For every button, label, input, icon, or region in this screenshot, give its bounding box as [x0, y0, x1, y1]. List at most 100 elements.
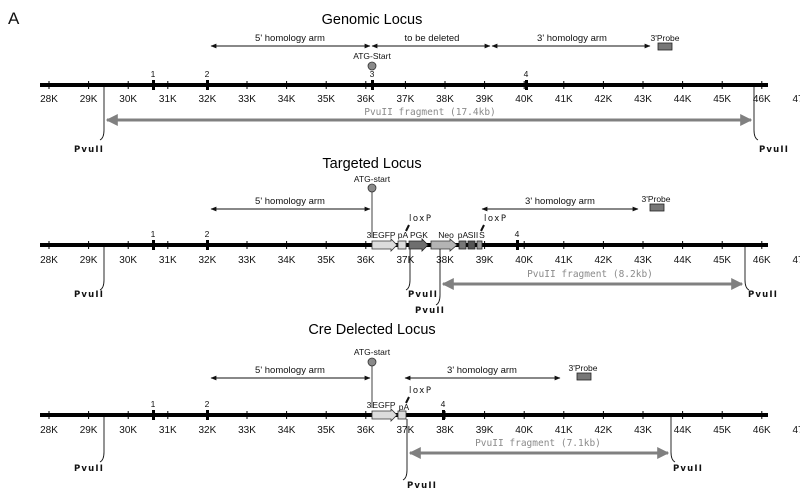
fragment-label: PvuII fragment (8.2kb) — [527, 269, 653, 280]
tick-label: 32K — [199, 94, 217, 105]
probe-box — [649, 203, 665, 212]
pgk-label: PGK — [410, 230, 428, 240]
probe-box — [576, 372, 592, 381]
arm3-label: 3' homology arm — [525, 196, 595, 207]
tick-label: 33K — [238, 94, 256, 105]
tick-label: 47K — [793, 425, 800, 436]
egfp-label: EGFP — [372, 400, 395, 410]
cre-locus: Cre Delected Locus ATG-start 5' homology… — [40, 322, 800, 491]
egfp-cassette — [371, 408, 398, 422]
tick-label: 45K — [713, 255, 731, 266]
exon-3-label: 3 — [367, 400, 372, 410]
tick-label: 35K — [317, 255, 335, 266]
tick-label: 40K — [515, 255, 533, 266]
tick-label: 31K — [159, 425, 177, 436]
atg-marker — [367, 61, 377, 71]
tick-label: 37K — [397, 255, 415, 266]
pa-1-label: pA — [398, 230, 409, 240]
tick-label: 41K — [555, 255, 573, 266]
exon-1-label: 1 — [151, 229, 156, 239]
egfp-cassette — [371, 238, 398, 252]
tick-label: 38K — [436, 94, 454, 105]
exon-2 — [206, 240, 209, 250]
tick-label: 37K — [397, 94, 415, 105]
pa-label: pA — [399, 402, 410, 412]
exon-1 — [152, 240, 155, 250]
genomic-locus: Genomic Locus 5' homology arm to be dele… — [40, 12, 800, 155]
tick-label: 36K — [357, 94, 375, 105]
pa-2-box — [458, 240, 467, 250]
tick-label: 37K — [397, 425, 415, 436]
pvull-right-label: PvuII — [759, 145, 789, 155]
tick-label: 29K — [80, 255, 98, 266]
atg-marker — [367, 183, 377, 193]
loxp-1-marker — [405, 224, 410, 232]
probe-box — [657, 42, 673, 51]
tick-label: 29K — [80, 425, 98, 436]
tick-label: 43K — [634, 255, 652, 266]
pvull-mid-marker — [402, 419, 408, 481]
tick-label: 32K — [199, 255, 217, 266]
tick-label: 39K — [476, 425, 494, 436]
targeted-locus: Targeted Locus ATG-start 5' homology arm… — [40, 156, 800, 316]
arm3-label: 3' homology arm — [447, 365, 517, 376]
pvull-left-marker — [99, 417, 105, 463]
tick-label: 43K — [634, 94, 652, 105]
pvull-right-marker — [753, 87, 759, 141]
sii-box — [467, 240, 476, 250]
exon-1 — [152, 80, 155, 90]
tick-label: 29K — [80, 94, 98, 105]
s-box — [476, 240, 483, 250]
exon-1-label: 1 — [151, 399, 156, 409]
pvull-right-label: PvuII — [748, 290, 778, 300]
tick-label: 31K — [159, 255, 177, 266]
fragment-label: PvuII fragment (7.1kb) — [475, 438, 601, 449]
exon-4-label: 4 — [515, 229, 520, 239]
egfp-label: EGFP — [372, 230, 395, 240]
exon-4-label: 4 — [441, 399, 446, 409]
tick-label: 34K — [278, 255, 296, 266]
pvull-left-label: PvuII — [74, 290, 104, 300]
exon-2-label: 2 — [205, 69, 210, 79]
tick-label: 38K — [436, 255, 454, 266]
arm3-label: 3' homology arm — [537, 33, 607, 44]
exon-3 — [371, 80, 374, 90]
tick-label: 44K — [674, 94, 692, 105]
tick-label: 28K — [40, 94, 58, 105]
loxp-2-label: loxP — [484, 214, 507, 224]
tick-label: 47K — [793, 255, 800, 266]
tick-label: 44K — [674, 425, 692, 436]
tick-label: 35K — [317, 425, 335, 436]
arm5-label: 5' homology arm — [255, 365, 325, 376]
pvull-mid-2-marker — [435, 249, 441, 306]
tick-label: 41K — [555, 425, 573, 436]
exon-4 — [516, 240, 519, 250]
exon-2 — [206, 80, 209, 90]
tick-label: 28K — [40, 425, 58, 436]
tick-label: 35K — [317, 94, 335, 105]
loxp-1-label: loxP — [409, 214, 432, 224]
tick-label: 44K — [674, 255, 692, 266]
neo-cassette — [430, 238, 458, 252]
atg-label: ATG-start — [354, 347, 391, 357]
pvull-mid-marker — [405, 249, 411, 291]
tick-label: 43K — [634, 425, 652, 436]
exon-2 — [206, 410, 209, 420]
deleted-label: to be deleted — [405, 33, 460, 44]
exon-2-label: 2 — [205, 399, 210, 409]
pvull-left-marker — [99, 247, 105, 291]
genomic-title: Genomic Locus — [322, 12, 423, 28]
pvull-mid-label: PvuII — [408, 290, 438, 300]
tick-label: 31K — [159, 94, 177, 105]
tick-label: 42K — [595, 425, 613, 436]
arm5-label: 5' homology arm — [255, 33, 325, 44]
tick-label: 34K — [278, 94, 296, 105]
exon-4 — [442, 410, 445, 420]
neo-label: Neo — [438, 230, 454, 240]
sii-label: SII — [468, 230, 478, 240]
tick-label: 40K — [515, 425, 533, 436]
pa-1-box — [397, 240, 407, 250]
